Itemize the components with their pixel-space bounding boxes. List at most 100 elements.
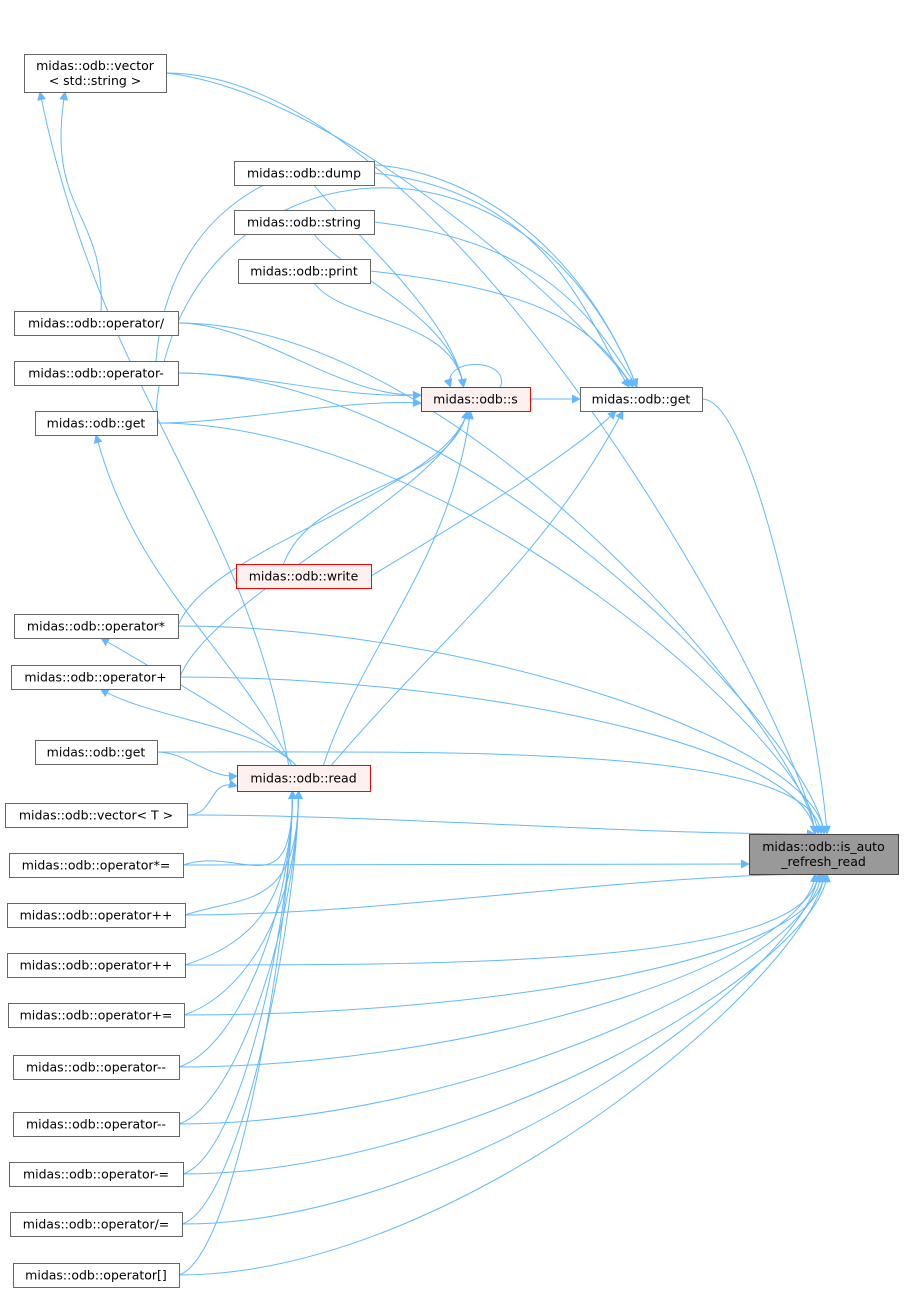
node-opidx[interactable]: midas::odb::operator[] — [13, 1263, 180, 1288]
node-label: _refresh_read — [780, 854, 866, 869]
node-box — [35, 740, 158, 765]
node-box — [749, 834, 899, 875]
edge-string-to-get2 — [373, 221, 638, 388]
node-dump[interactable]: midas::odb::dump — [234, 161, 375, 186]
edge-opaddeq-to-read — [183, 790, 303, 1016]
node-opsubeq[interactable]: midas::odb::operator-= — [9, 1162, 184, 1187]
edge-opmuleq-to-target — [182, 859, 750, 869]
edge-opmul-to-target — [177, 625, 828, 835]
node-box — [236, 564, 372, 589]
node-label: midas::odb::print — [250, 264, 358, 279]
edge-print-to-s — [313, 282, 467, 388]
nodes-layer: midas::odb::vector< std::string >midas::… — [5, 54, 899, 1288]
node-box — [9, 1162, 184, 1187]
edge-opaddeq-to-target — [183, 873, 828, 1016]
node-opdiv[interactable]: midas::odb::operator/ — [14, 311, 179, 336]
edge-get3-to-read — [156, 751, 238, 782]
node-box — [234, 210, 375, 235]
node-box — [234, 161, 375, 186]
node-box — [7, 903, 186, 928]
edge-write-to-get2 — [370, 410, 617, 577]
node-s[interactable]: midas::odb::s — [421, 387, 531, 412]
node-write[interactable]: midas::odb::write — [236, 564, 372, 589]
node-label: midas::odb::operator/ — [28, 316, 165, 331]
node-label: midas::odb::s — [433, 392, 518, 407]
node-label: midas::odb::is_auto — [762, 839, 885, 854]
node-box — [237, 765, 371, 792]
edge-opinc1-to-target — [184, 869, 828, 916]
node-print[interactable]: midas::odb::print — [238, 259, 371, 284]
node-label: midas::odb::operator++ — [20, 958, 173, 973]
node-read[interactable]: midas::odb::read — [237, 765, 371, 792]
node-label: midas::odb::operator-= — [23, 1167, 169, 1182]
node-label: midas::odb::operator*= — [22, 858, 171, 873]
node-vecstr[interactable]: midas::odb::vector< std::string > — [24, 54, 167, 93]
node-box — [14, 614, 179, 639]
node-opinc2[interactable]: midas::odb::operator++ — [7, 953, 186, 978]
edge-opdiv-to-vecstr — [59, 91, 102, 312]
node-label: midas::odb::operator+ — [24, 670, 166, 685]
edge-vecstr-to-target — [165, 72, 819, 835]
edge-read-to-vecstr — [37, 91, 289, 766]
node-label: midas::odb::vector< T > — [19, 808, 173, 823]
node-opminus[interactable]: midas::odb::operator- — [14, 361, 179, 386]
node-box — [13, 1112, 180, 1137]
node-get1[interactable]: midas::odb::get — [35, 411, 158, 436]
edge-read-to-get1 — [93, 434, 292, 766]
node-label: midas::odb::vector — [36, 58, 155, 73]
node-opdec1[interactable]: midas::odb::operator-- — [13, 1055, 180, 1080]
edges-layer — [37, 72, 831, 1276]
node-box — [14, 311, 179, 336]
node-box — [5, 803, 188, 828]
edge-opinc1-to-read — [184, 790, 303, 916]
edge-opsubeq-to-target — [182, 873, 831, 1175]
edge-get1-to-s — [156, 398, 422, 424]
edge-opidx-to-read — [178, 790, 297, 1276]
node-opplus[interactable]: midas::odb::operator+ — [11, 665, 181, 690]
edge-opdec2-to-target — [178, 873, 825, 1125]
node-box — [7, 953, 186, 978]
node-opinc1[interactable]: midas::odb::operator++ — [7, 903, 186, 928]
edge-opdec1-to-read — [178, 790, 297, 1068]
edge-dump-to-s — [313, 184, 467, 388]
node-label: midas::odb::get — [592, 392, 691, 407]
edge-opmuleq-to-read — [182, 790, 297, 867]
node-opaddeq[interactable]: midas::odb::operator+= — [8, 1003, 185, 1028]
node-box — [14, 361, 179, 386]
node-box — [580, 387, 703, 412]
edge-opdiv-to-target — [177, 322, 819, 835]
node-opdiveq[interactable]: midas::odb::operator/= — [10, 1212, 183, 1237]
node-get2[interactable]: midas::odb::get — [580, 387, 703, 412]
edge-opdiveq-to-read — [181, 790, 303, 1225]
edge-get1-to-target — [156, 422, 822, 835]
edge-opdiveq-to-target — [181, 873, 822, 1225]
node-label: midas::odb::operator/= — [23, 1217, 170, 1232]
edge-get2-to-target — [701, 398, 831, 835]
node-label: midas::odb::read — [250, 771, 356, 786]
node-target[interactable]: midas::odb::is_auto_refresh_read — [749, 834, 899, 875]
node-box — [10, 1212, 183, 1237]
edge-string-to-s — [313, 233, 467, 388]
node-label: midas::odb::write — [249, 569, 359, 584]
node-opdec2[interactable]: midas::odb::operator-- — [13, 1112, 180, 1137]
node-get3[interactable]: midas::odb::get — [35, 740, 158, 765]
node-opmuleq[interactable]: midas::odb::operator*= — [9, 853, 184, 878]
node-opmul[interactable]: midas::odb::operator* — [14, 614, 179, 639]
node-box — [11, 665, 181, 690]
edge-vecstr-to-get2 — [165, 72, 634, 388]
edge-get3-to-target — [156, 751, 825, 835]
edge-opinc2-to-read — [184, 790, 297, 966]
edge-read-to-opplus — [99, 688, 296, 766]
node-label: midas::odb::get — [47, 416, 146, 431]
edge-dump-to-get2 — [373, 172, 630, 388]
node-vecT[interactable]: midas::odb::vector< T > — [5, 803, 188, 828]
node-box — [8, 1003, 185, 1028]
node-label: midas::odb::operator++ — [20, 908, 173, 923]
edge-get1-to-get2 — [155, 187, 639, 412]
node-box — [13, 1055, 180, 1080]
node-string[interactable]: midas::odb::string — [234, 210, 375, 235]
edge-opminus-to-target — [177, 372, 828, 835]
node-label: midas::odb::operator+= — [20, 1008, 173, 1023]
node-box — [421, 387, 531, 412]
